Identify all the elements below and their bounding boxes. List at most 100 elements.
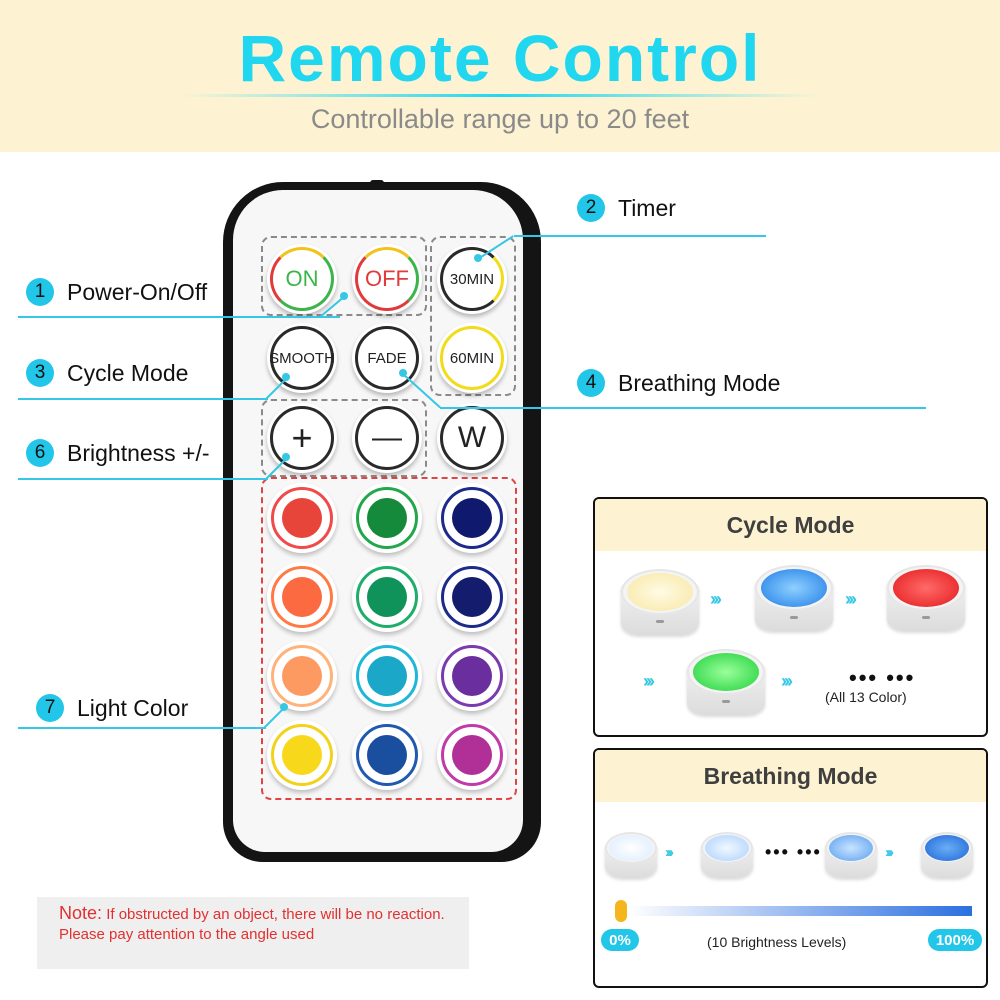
- color-button-dot: [452, 735, 492, 775]
- color-button-ring: [356, 645, 418, 707]
- color-button-11[interactable]: [352, 720, 422, 790]
- on-button[interactable]: ON: [267, 244, 337, 314]
- off-button-label: OFF: [365, 266, 409, 291]
- light-puck-warm: [621, 569, 699, 635]
- callout-badge: 1: [26, 278, 54, 306]
- arrow-icon: ›››: [665, 844, 674, 861]
- light-puck-breath-1: [605, 832, 657, 878]
- callout-brightness: 6 Brightness +/-: [26, 439, 210, 467]
- color-button-ring: [441, 645, 503, 707]
- callout-point-cycle: [282, 373, 290, 381]
- note-box: Note: If obstructed by an object, there …: [37, 897, 469, 969]
- off-button-ring: [355, 247, 419, 311]
- brightness-gradient-bar: [628, 906, 972, 916]
- page-subtitle: Controllable range up to 20 feet: [310, 104, 690, 134]
- color-button-5[interactable]: [352, 562, 422, 632]
- color-button-7[interactable]: [267, 641, 337, 711]
- callout-line-timer: [514, 235, 766, 237]
- color-button-ring: [356, 724, 418, 786]
- callout-badge: 2: [577, 194, 605, 222]
- light-puck-red: [887, 565, 965, 631]
- breathing-ellipsis: ••• •••: [765, 842, 822, 862]
- brightness-plus-ring: [270, 406, 334, 470]
- color-button-6[interactable]: [437, 562, 507, 632]
- color-button-dot: [367, 498, 407, 538]
- color-button-dot: [367, 577, 407, 617]
- on-button-ring: [270, 247, 334, 311]
- callout-point-power: [340, 292, 348, 300]
- color-button-1[interactable]: [267, 483, 337, 553]
- callout-label: Power-On/Off: [67, 278, 208, 305]
- callout-label: Brightness +/-: [67, 439, 210, 466]
- callout-label: Light Color: [77, 694, 189, 721]
- light-puck-green: [687, 649, 765, 715]
- color-button-dot: [452, 656, 492, 696]
- timer-30min-label: 30MIN: [449, 270, 495, 288]
- brightness-max-label: 100%: [928, 929, 982, 951]
- color-button-dot: [282, 498, 322, 538]
- color-button-4[interactable]: [267, 562, 337, 632]
- color-button-dot: [452, 577, 492, 617]
- color-button-ring: [441, 487, 503, 549]
- smooth-button-label: SMOOTH: [269, 349, 335, 367]
- color-button-dot: [452, 498, 492, 538]
- fade-button-label: FADE: [367, 349, 407, 367]
- brightness-plus-button[interactable]: +: [267, 403, 337, 473]
- callout-line-color: [18, 727, 266, 729]
- white-button-label: W: [457, 421, 487, 454]
- title-underline: [180, 94, 820, 97]
- fade-button-ring: [355, 326, 419, 390]
- light-puck-blue: [755, 565, 833, 631]
- callout-point-color: [280, 703, 288, 711]
- callout-power: 1 Power-On/Off: [26, 278, 207, 306]
- callout-point-breathing: [399, 369, 407, 377]
- callout-line-breathing: [440, 407, 926, 409]
- power-group-box: [261, 236, 427, 316]
- callout-cycle: 3 Cycle Mode: [26, 359, 188, 387]
- color-button-ring: [271, 487, 333, 549]
- light-puck-breath-2: [701, 832, 753, 878]
- arrow-icon: ›››: [643, 671, 655, 691]
- color-button-3[interactable]: [437, 483, 507, 553]
- timer-30min-button[interactable]: 30MIN: [437, 244, 507, 314]
- arrow-icon: ›››: [710, 589, 722, 609]
- color-button-9[interactable]: [437, 641, 507, 711]
- header-banner: Remote Control Controllable range up to …: [0, 0, 1000, 152]
- callout-point-timer: [474, 254, 482, 262]
- plus-icon: +: [291, 417, 313, 458]
- callout-breathing: 4 Breathing Mode: [577, 369, 780, 397]
- cycle-mode-panel: Cycle Mode ››› ››› ››› ››› ••• ••• (All …: [593, 497, 988, 737]
- white-button[interactable]: W: [437, 403, 507, 473]
- callout-timer: 2 Timer: [577, 194, 676, 222]
- brightness-slider-knob: [615, 900, 627, 922]
- timer-group-box: [430, 236, 516, 396]
- callout-label: Timer: [618, 194, 676, 221]
- callout-line-power: [18, 316, 340, 318]
- color-button-2[interactable]: [352, 483, 422, 553]
- breathing-mode-panel: Breathing Mode ››› ••• ••• ›››: [593, 748, 988, 988]
- color-button-dot: [367, 656, 407, 696]
- color-button-dot: [282, 577, 322, 617]
- arrow-icon: ›››: [845, 589, 857, 609]
- timer-30min-ring: [440, 247, 504, 311]
- light-puck-breath-4: [921, 832, 973, 878]
- color-button-10[interactable]: [267, 720, 337, 790]
- off-button[interactable]: OFF: [352, 244, 422, 314]
- callout-point-brightness: [282, 453, 290, 461]
- color-button-12[interactable]: [437, 720, 507, 790]
- callout-badge: 6: [26, 439, 54, 467]
- callout-badge: 7: [36, 694, 64, 722]
- color-button-dot: [367, 735, 407, 775]
- timer-60min-button[interactable]: 60MIN: [437, 323, 507, 393]
- callout-line-brightness: [18, 478, 268, 480]
- arrow-icon: ›››: [885, 844, 894, 861]
- smooth-button[interactable]: SMOOTH: [267, 323, 337, 393]
- color-button-8[interactable]: [352, 641, 422, 711]
- timer-60min-label: 60MIN: [449, 349, 495, 367]
- breathing-panel-title: Breathing Mode: [595, 750, 986, 802]
- callout-light-color: 7 Light Color: [36, 694, 188, 722]
- color-button-dot: [282, 735, 322, 775]
- brightness-minus-button[interactable]: —: [352, 403, 422, 473]
- cycle-caption: (All 13 Color): [825, 689, 907, 705]
- minus-icon: —: [372, 421, 402, 454]
